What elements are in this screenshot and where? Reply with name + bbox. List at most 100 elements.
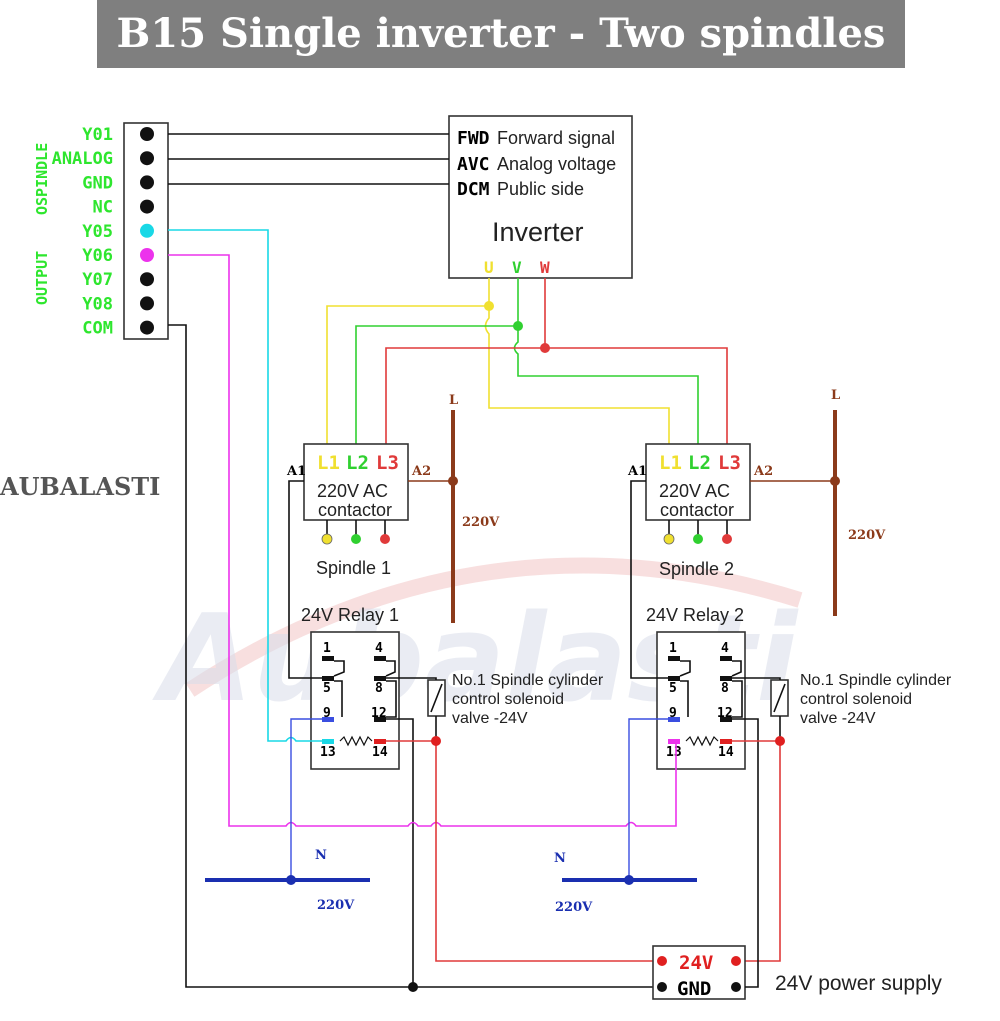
terminal-label: Y01 bbox=[82, 125, 113, 145]
contactor-1: L1 L2 L3 220V AC contactor A1 A2 Spindle… bbox=[286, 443, 431, 578]
phase-label-l1: L1 bbox=[659, 452, 682, 474]
signal-wires bbox=[168, 133, 449, 185]
solenoid-label: control solenoid bbox=[800, 691, 912, 708]
contactor-label: contactor bbox=[318, 500, 392, 520]
solenoid-label: valve -24V bbox=[800, 710, 876, 727]
group-label-output: OUTPUT bbox=[33, 251, 51, 305]
relay-pin-label: 5 bbox=[669, 681, 677, 696]
live-label: L bbox=[449, 393, 458, 408]
relay-2: 24V Relay 2 1 4 5 8 9 12 13 14 bbox=[646, 605, 746, 770]
terminal-screw bbox=[140, 248, 154, 262]
phase-label-l3: L3 bbox=[376, 452, 399, 474]
terminal-screw bbox=[140, 199, 154, 214]
inverter-output-v: V bbox=[512, 258, 522, 277]
phase-label-l3: L3 bbox=[718, 452, 741, 474]
contactor-a2-label: A2 bbox=[411, 464, 431, 479]
relay-box bbox=[656, 631, 746, 770]
contactor-box bbox=[303, 443, 409, 521]
relay-pin-label: 4 bbox=[721, 641, 729, 656]
control-wires bbox=[168, 229, 785, 992]
relay-pin-label: 8 bbox=[375, 681, 383, 696]
relay-pin-label: 1 bbox=[323, 641, 331, 656]
terminal-label: GND bbox=[82, 173, 113, 193]
relay-label: 24V Relay 1 bbox=[301, 605, 399, 625]
relay-pin-label: 4 bbox=[375, 641, 383, 656]
voltage-label: 220V bbox=[462, 515, 500, 530]
spindle-label: Spindle 2 bbox=[659, 559, 734, 579]
contactor-label: contactor bbox=[660, 500, 734, 520]
terminal-block: OSPINDLE OUTPUT Y01ANALOGGNDNCY05Y06Y07Y… bbox=[33, 122, 169, 340]
contactor-2: L1 L2 L3 220V AC contactor A1 A2 Spindle… bbox=[627, 443, 773, 579]
voltage-label: 220V bbox=[555, 900, 593, 915]
terminal-screw bbox=[140, 223, 154, 238]
contactor-label: 220V AC bbox=[317, 481, 388, 501]
neutral-lines: N 220V N 220V bbox=[205, 848, 697, 915]
terminal-screw bbox=[140, 175, 154, 190]
terminal-label: Y05 bbox=[82, 222, 113, 242]
inverter-signal-desc: Forward signal bbox=[497, 128, 615, 148]
relay-label: 24V Relay 2 bbox=[646, 605, 744, 625]
terminal-label: Y06 bbox=[82, 246, 113, 266]
power-supply-label: 24V power supply bbox=[775, 972, 942, 995]
page-title: B15 Single inverter - Two spindles bbox=[117, 10, 886, 57]
power-supply-box bbox=[652, 945, 746, 1000]
power-supply-gnd: GND bbox=[677, 978, 711, 1000]
contactor-a1-label: A1 bbox=[286, 464, 306, 479]
live-lines: L 220V L 220V bbox=[408, 388, 886, 623]
inverter-signal-desc: Analog voltage bbox=[497, 154, 616, 174]
solenoid-1: No.1 Spindle cylinder control solenoid v… bbox=[427, 672, 604, 727]
inverter-signal-code: AVC bbox=[457, 154, 490, 175]
terminal-label: Y08 bbox=[82, 294, 113, 314]
phase-label-l2: L2 bbox=[346, 452, 369, 474]
terminal-label: ANALOG bbox=[52, 149, 113, 169]
inverter-output-w: W bbox=[540, 258, 550, 277]
inverter-output-u: U bbox=[484, 258, 494, 277]
terminal-screw bbox=[140, 151, 154, 166]
relay-1: 24V Relay 1 1 4 5 8 9 12 13 14 bbox=[301, 605, 400, 770]
brand-watermark-text: AUBALASTI bbox=[0, 472, 160, 501]
terminal-screw bbox=[140, 320, 154, 335]
voltage-label: 220V bbox=[317, 898, 355, 913]
terminal-screw bbox=[140, 127, 154, 141]
contactor-a2-label: A2 bbox=[753, 464, 773, 479]
inverter-box bbox=[448, 115, 633, 279]
contactor-label: 220V AC bbox=[659, 481, 730, 501]
inverter-signal-desc: Public side bbox=[497, 179, 584, 199]
group-label-ospindle: OSPINDLE bbox=[33, 143, 51, 215]
relay-pin-label: 14 bbox=[718, 745, 734, 760]
relay-pin-label: 13 bbox=[320, 745, 336, 760]
power-supply: 24V GND 24V power supply bbox=[652, 945, 942, 1000]
phase-label-l1: L1 bbox=[317, 452, 340, 474]
relay-pin-label: 9 bbox=[323, 706, 331, 721]
relay-pin-label: 13 bbox=[666, 745, 682, 760]
relay-pin-label: 5 bbox=[323, 681, 331, 696]
inverter: FWD Forward signal AVC Analog voltage DC… bbox=[448, 115, 633, 279]
spindle-label: Spindle 1 bbox=[316, 558, 391, 578]
power-supply-plus: 24V bbox=[679, 952, 713, 974]
relay-pin-label: 1 bbox=[669, 641, 677, 656]
solenoid-label: No.1 Spindle cylinder bbox=[452, 672, 604, 689]
terminal-label: Y07 bbox=[82, 270, 113, 290]
inverter-signal-code: DCM bbox=[457, 179, 490, 200]
neutral-label: N bbox=[554, 851, 566, 866]
terminal-screw bbox=[140, 296, 154, 311]
solenoid-label: control solenoid bbox=[452, 691, 564, 708]
neutral-label: N bbox=[315, 848, 327, 863]
inverter-signal-code: FWD bbox=[457, 128, 490, 149]
relay-pin-label: 8 bbox=[721, 681, 729, 696]
inverter-title: Inverter bbox=[492, 217, 584, 247]
terminal-screw bbox=[140, 272, 154, 287]
terminal-label: NC bbox=[93, 198, 113, 218]
solenoid-label: No.1 Spindle cylinder bbox=[800, 672, 952, 689]
relay-pin-label: 14 bbox=[372, 745, 388, 760]
phase-wires bbox=[326, 278, 728, 445]
solenoid-label: valve -24V bbox=[452, 710, 528, 727]
contactor-a1-label: A1 bbox=[627, 464, 647, 479]
terminal-label: COM bbox=[82, 319, 113, 339]
relay-pin-label: 9 bbox=[669, 706, 677, 721]
phase-label-l2: L2 bbox=[688, 452, 711, 474]
solenoid-2: No.1 Spindle cylinder control solenoid v… bbox=[770, 672, 952, 727]
live-label: L bbox=[831, 388, 840, 403]
